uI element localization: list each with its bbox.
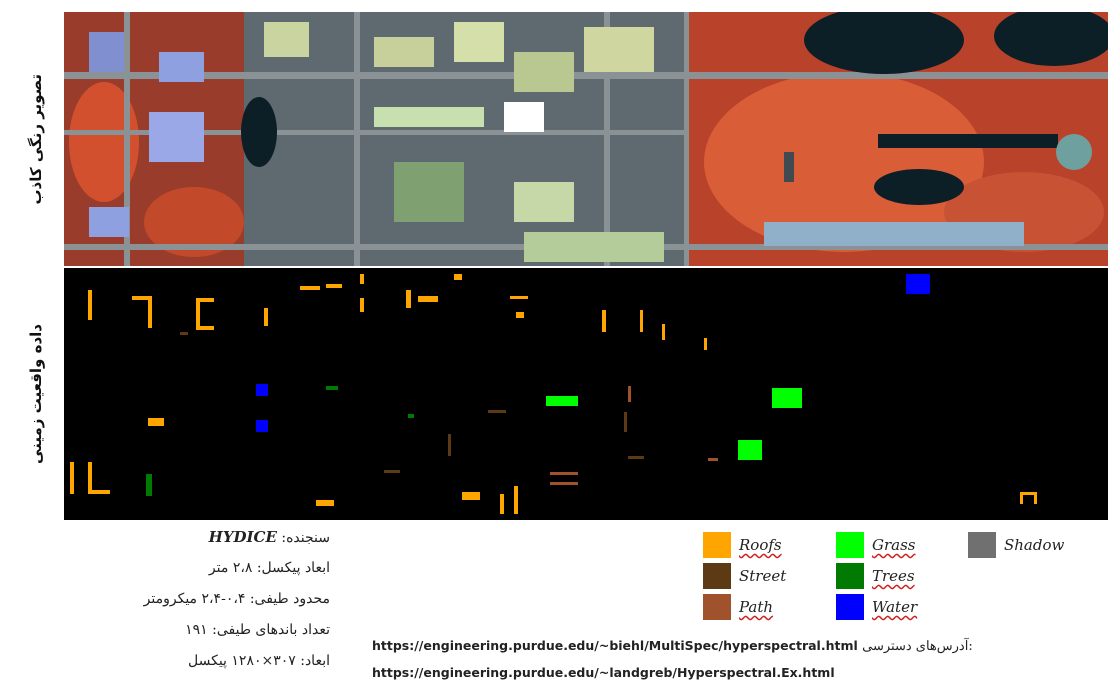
ground-truth-label-text: داده واقعیت زمینی — [27, 324, 45, 464]
link-row-2: https://engineering.purdue.edu/~landgreb… — [372, 659, 1108, 686]
street-swatch — [703, 563, 731, 589]
pixel-size: ابعاد پیکسل: ۲،۸ متر — [208, 560, 330, 576]
legend-shadow: Shadow — [968, 530, 1064, 560]
image-dimensions: ابعاد: ۳۰۷×۱۲۸۰ پیکسل — [188, 653, 330, 669]
false-color-label-text: تصویر رنگی کاذب — [27, 73, 45, 205]
legend-street: Street — [703, 561, 786, 591]
sensor-value: HYDICE — [208, 528, 277, 546]
legend-roofs: Roofs — [703, 530, 782, 560]
legend-label-trees: Trees — [872, 567, 915, 585]
ground-truth-label: داده واقعیت زمینی — [8, 268, 64, 520]
legend-water: Water — [836, 592, 917, 622]
false-color-label: تصویر رنگی کاذب — [8, 12, 64, 266]
link-2[interactable]: https://engineering.purdue.edu/~landgreb… — [372, 665, 835, 680]
legend-grass: Grass — [836, 530, 916, 560]
water-swatch — [836, 594, 864, 620]
roofs-swatch — [703, 532, 731, 558]
legend-label-water: Water — [872, 598, 918, 616]
dataset-metadata: سنجنده: HYDICE ابعاد پیکسل: ۲،۸ متر محدو… — [68, 522, 330, 677]
legend-label-shadow: Shadow — [1004, 536, 1065, 554]
legend-path: Path — [703, 592, 773, 622]
trees-swatch — [836, 563, 864, 589]
legend-label-roofs: Roofs — [739, 536, 782, 554]
legend-label-path: Path — [739, 598, 774, 616]
link-row-1: https://engineering.purdue.edu/~biehl/Mu… — [372, 632, 1108, 659]
grass-swatch — [836, 532, 864, 558]
legend-label-street: Street — [739, 567, 787, 585]
ground-truth-map — [64, 268, 1108, 520]
legend-label-grass: Grass — [872, 536, 916, 554]
links-label: آدرس‌های دسترسی: — [862, 639, 973, 654]
sensor-label: سنجنده: — [281, 530, 330, 546]
spectral-range: محدود طیفی: ۰،۴-۲،۴ میکرومتر — [143, 591, 330, 607]
shadow-swatch — [968, 532, 996, 558]
legend-trees: Trees — [836, 561, 915, 591]
sensor-row: سنجنده: HYDICE — [68, 522, 330, 553]
path-swatch — [703, 594, 731, 620]
false-color-image — [64, 12, 1108, 266]
link-1[interactable]: https://engineering.purdue.edu/~biehl/Mu… — [372, 638, 858, 653]
access-links: https://engineering.purdue.edu/~biehl/Mu… — [372, 632, 1108, 686]
band-count: تعداد باندهای طیفی: ۱۹۱ — [185, 622, 330, 638]
